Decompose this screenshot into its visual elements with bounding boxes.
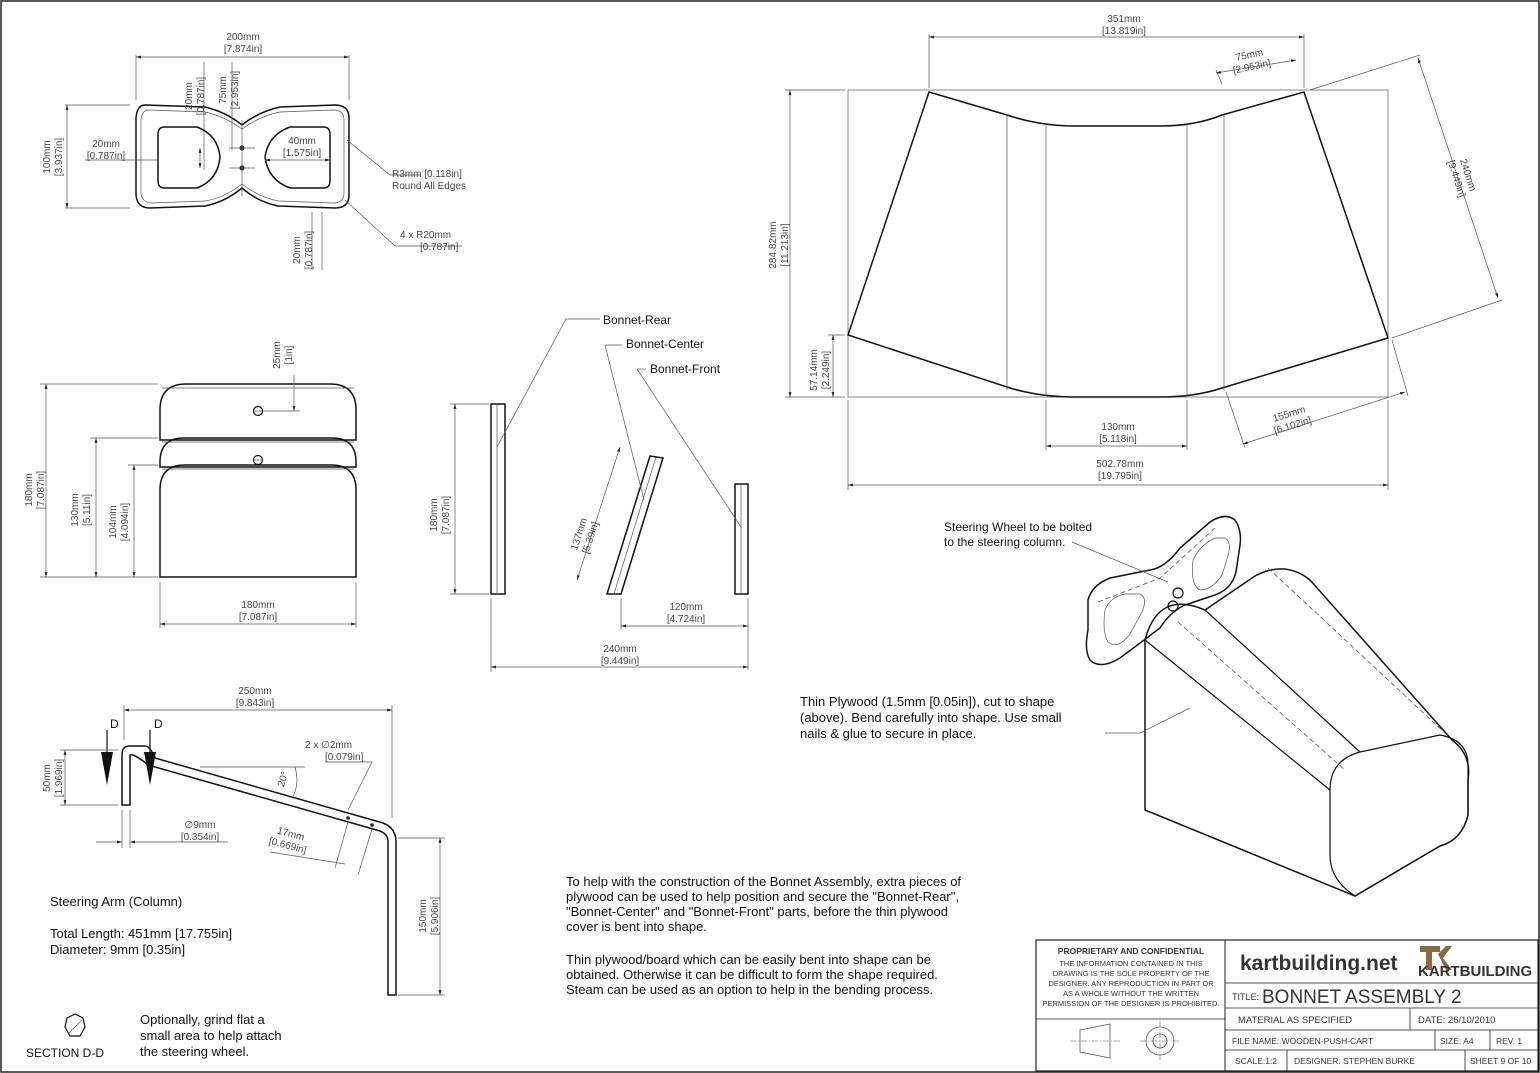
steering-arm-body: [121, 745, 397, 996]
arm-50-dim: 50mm[1.969in]: [42, 759, 65, 798]
steering-arm-view: D D 250mm[9.843in] 50mm[1.969in] 2 x ∅2m…: [26, 686, 445, 1060]
flat-284-dim: 284.82mm[11.213in]: [768, 221, 791, 268]
side-rear-part: [490, 403, 506, 595]
side-120-dim: 120mm[4.724in]: [667, 602, 706, 625]
section-d-left-marker: [101, 752, 113, 785]
flat-502-dim: 502.78mm[19.795in]: [1096, 459, 1143, 482]
bonnet-center-label: Bonnet-Center: [626, 337, 704, 351]
designer: DESIGNER: STEPHEN BURKE: [1294, 1056, 1415, 1066]
flat-57-dim: 57.14mm[2.249in]: [809, 349, 832, 391]
iso-bonnet-body: [1144, 568, 1470, 897]
bonnet-rear-label: Bonnet-Rear: [603, 313, 671, 327]
iso-plywood-note: Thin Plywood (1.5mm [0.05in]), cut to sh…: [800, 694, 1062, 741]
flat-sheet-outline: [847, 89, 1389, 398]
prop-title: PROPRIETARY AND CONFIDENTIAL: [1058, 946, 1204, 956]
section-d-left-label: D: [110, 717, 119, 731]
title-block: PROPRIETARY AND CONFIDENTIAL THE INFORMA…: [1035, 939, 1539, 1072]
wheel-edge-note: R3mm [0.118in]Round All Edges: [392, 169, 466, 192]
wheel-bottom-dim: 20mm[0.787in]: [292, 231, 315, 270]
scale: SCALE:1:2: [1235, 1056, 1277, 1066]
arm-diameter-dim: ∅9mm[0.354in]: [181, 820, 220, 843]
wheel-bar-dim-1: 20mm[0.787in]: [184, 77, 207, 116]
revision: REV. 1: [1496, 1036, 1522, 1046]
front-panel-center: [159, 437, 357, 468]
arm-title: Steering Arm (Column): [50, 894, 182, 909]
arm-150-dim: 150mm[5.906in]: [418, 897, 441, 936]
kartbuilding-logo: KARTBUILDING: [1412, 946, 1536, 980]
section-d-right-marker: [144, 752, 156, 785]
wheel-hole-dim: 40mm[1.575in]: [283, 136, 322, 159]
note-paragraph-1: To help with the construction of the Bon…: [566, 874, 961, 934]
section-d-label: SECTION D-D: [26, 1046, 104, 1060]
flat-130-dim: 130mm[5.118in]: [1099, 422, 1137, 445]
bonnet-front-label: Bonnet-Front: [650, 362, 721, 376]
flat-155-dim: 155mm[6.102in]: [1269, 404, 1313, 437]
side-height-dim: 180mm[7.087in]: [429, 496, 452, 535]
bonnet-front-view: 25mm[1in] 180mm[7.087in] 130mm[5.11in] 1…: [24, 341, 357, 628]
front-panel-rear: [159, 383, 357, 441]
side-240-dim: 240mm[9.449in]: [601, 644, 640, 667]
iso-wheel: [1085, 515, 1242, 666]
file-name: FILE NAME: WOODEN-PUSH-CART: [1232, 1036, 1373, 1046]
iso-front-panel: [1329, 734, 1469, 897]
steering-wheel-view: 200mm[7.874in] 100mm[3.937in] 20mm[0.787…: [42, 32, 466, 270]
section-d-icon: [64, 1013, 86, 1037]
section-d-right-label: D: [154, 717, 163, 731]
front-width-dim: 180mm[7.087in]: [239, 600, 278, 623]
flat-pattern-outline: [847, 91, 1389, 398]
front-height-130-dim: 130mm[5.11in]: [70, 493, 93, 526]
wheel-outline: [135, 104, 350, 209]
arm-length: Total Length: 451mm [17.755in]: [50, 926, 232, 941]
wheel-bar-dim-2: 75mm[2.953in]: [218, 71, 241, 110]
front-height-104-dim: 104mm[4.094in]: [108, 503, 131, 542]
wheel-hole-right: [264, 126, 331, 189]
drawing-date: DATE: 26/10/2010: [1418, 1015, 1495, 1026]
bonnet-side-view: Bonnet-Rear Bonnet-Center Bonnet-Front 1…: [429, 313, 749, 672]
arm-angle-dim: 20°: [276, 770, 291, 788]
wheel-radius-dim: 4 x R20mm[0.787in]: [400, 230, 459, 253]
construction-notes: To help with the construction of the Bon…: [566, 874, 961, 997]
projection-symbol-icon: [1070, 1021, 1180, 1061]
wheel-height-dim: 100mm[3.937in]: [42, 138, 65, 177]
wheel-hole-left: [157, 126, 221, 189]
flat-75-dim: 75mm[2.953in]: [1230, 46, 1273, 77]
flat-240-dim: 240mm[9.449in]: [1445, 155, 1479, 199]
side-center-part: [605, 455, 664, 595]
arm-250-dim: 250mm[9.843in]: [236, 686, 275, 709]
side-front-part: [734, 483, 749, 595]
arm-17-dim: 17mm[0.669in]: [268, 824, 311, 856]
material-spec: MATERIAL AS SPECIFIED: [1238, 1015, 1352, 1026]
sheet-number: SHEET 9 OF 10: [1470, 1056, 1532, 1066]
front-panel-front: [159, 464, 357, 578]
wheel-outline-inner: [140, 109, 345, 204]
svg-text:KARTBUILDING: KARTBUILDING: [1418, 963, 1532, 980]
wheel-width-dim: 200mm[7.874in]: [224, 32, 263, 55]
arm-hole-dim: 2 x ∅2mm[0.079in]: [305, 740, 364, 763]
front-top-dim: 25mm[1in]: [272, 341, 295, 369]
flat-351-dim: 351mm[13.819in]: [1102, 14, 1146, 37]
wheel-side-dim: 20mm[0.787in]: [87, 139, 126, 162]
side-137-dim: 137mm[5.39in]: [569, 517, 601, 556]
arm-diameter: Diameter: 9mm [0.35in]: [50, 942, 185, 957]
site-name: kartbuilding.net: [1240, 952, 1398, 975]
drawing-title: BONNET ASSEMBLY 2: [1262, 987, 1462, 1008]
note-paragraph-2: Thin plywood/board which can be easily b…: [566, 952, 938, 997]
flat-pattern-view: 351mm[13.819in] 75mm[2.953in] 240mm[9.44…: [768, 14, 1503, 490]
front-height-180-dim: 180mm[7.087in]: [24, 471, 47, 510]
title-label: TITLE:: [1232, 992, 1259, 1002]
paper-size: SIZE: A4: [1440, 1036, 1474, 1046]
